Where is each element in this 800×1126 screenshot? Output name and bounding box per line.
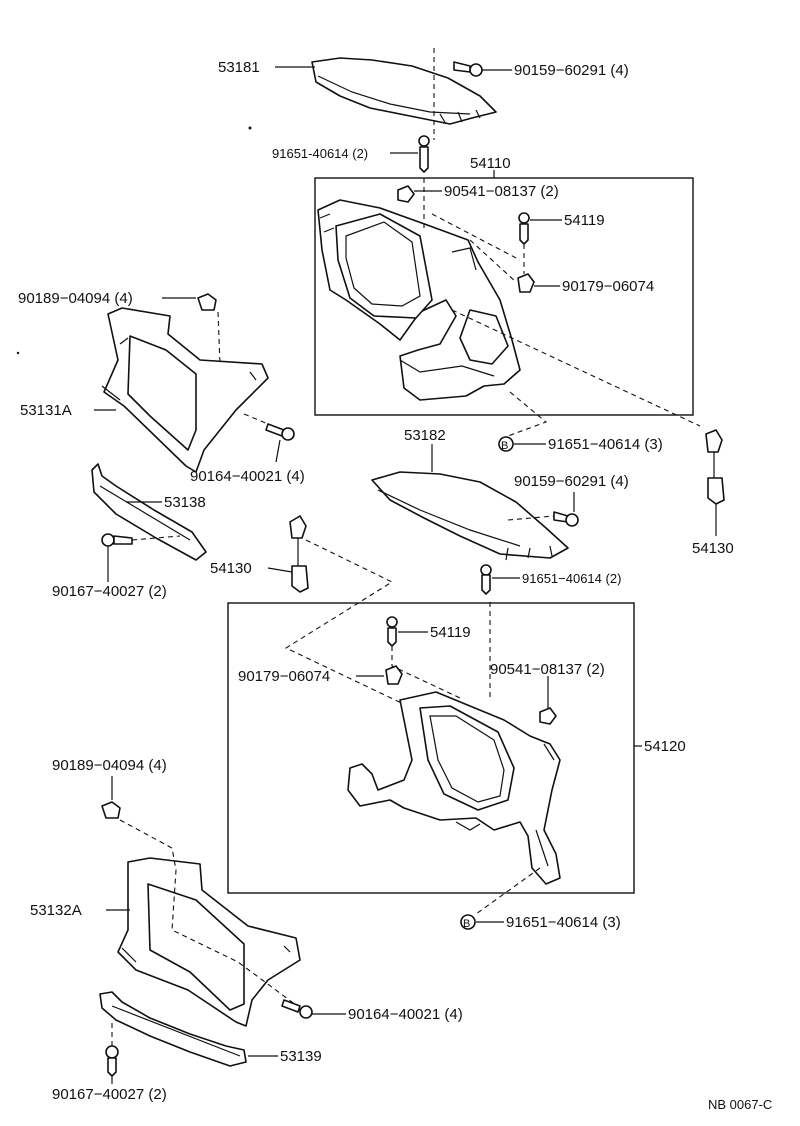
screw-90167-top-icon bbox=[101, 533, 133, 547]
label-54130-left: 54130 bbox=[210, 560, 252, 577]
leader-54130-left bbox=[267, 567, 293, 573]
label-90159-mid: 90159−60291 (4) bbox=[514, 473, 629, 490]
label-53139: 53139 bbox=[280, 1048, 322, 1065]
dash-54130-right bbox=[451, 309, 701, 427]
label-91651-mid: 91651−40614 (3) bbox=[548, 436, 663, 453]
bolt-90159-top-icon bbox=[453, 61, 483, 77]
clip-90541-lower-icon bbox=[539, 707, 557, 725]
nut-90189-lower-icon bbox=[101, 801, 121, 819]
screw-90167-lower-icon bbox=[105, 1045, 119, 1077]
label-91651-top: 91651-40614 (2) bbox=[272, 146, 368, 161]
clip-90541-top-icon bbox=[397, 185, 415, 203]
label-90167-lower: 90167−40027 (2) bbox=[52, 1086, 167, 1103]
headlamp-housing-54110 bbox=[317, 199, 521, 401]
dash-54110-fasteners bbox=[423, 178, 525, 283]
label-90164-lower: 90164−40021 (4) bbox=[348, 1006, 463, 1023]
nut-90179-top-icon bbox=[517, 273, 535, 293]
bolt-90164-top-icon bbox=[265, 423, 295, 441]
dash-90167-top bbox=[131, 535, 181, 541]
label-90189-top: 90189−04094 (4) bbox=[18, 290, 133, 307]
marker-b-circle-icon bbox=[498, 436, 514, 452]
label-53138: 53138 bbox=[164, 494, 206, 511]
adjuster-54130-right-icon bbox=[705, 429, 725, 505]
dash-91651-bottom bbox=[475, 867, 541, 915]
label-54130-right: 54130 bbox=[692, 540, 734, 557]
label-54110: 54110 bbox=[470, 155, 511, 172]
label-91651-bottom: 91651−40614 (3) bbox=[506, 914, 621, 931]
label-53132A: 53132A bbox=[30, 902, 82, 919]
bolt-90164-lower-icon bbox=[281, 999, 313, 1019]
label-90164-top: 90164−40021 (4) bbox=[190, 468, 305, 485]
part-53181-cover bbox=[311, 57, 497, 125]
part-53132A-bracket bbox=[117, 857, 301, 1027]
label-91651-lower: 91651−40614 (2) bbox=[522, 571, 621, 586]
footer-code: NB 0067-C bbox=[708, 1097, 772, 1112]
label-90179-lower: 90179−06074 bbox=[238, 668, 330, 685]
screw-54119-top-icon bbox=[518, 212, 530, 245]
screw-91651-lower-icon bbox=[480, 564, 492, 595]
label-90189-lower: 90189−04094 (4) bbox=[52, 757, 167, 774]
label-53182: 53182 bbox=[404, 427, 446, 444]
dash-90159-mid bbox=[507, 515, 555, 521]
dash-54120-fasteners bbox=[391, 602, 491, 700]
stray-mark bbox=[16, 351, 20, 355]
nut-90189-top-icon bbox=[197, 293, 217, 311]
marker-b-circle-bottom-icon bbox=[460, 914, 476, 930]
nut-90179-lower-icon bbox=[385, 665, 403, 685]
headlamp-housing-54120 bbox=[347, 691, 561, 885]
part-53139-bracket bbox=[99, 991, 247, 1067]
marker-b-label-2: B bbox=[463, 918, 470, 930]
label-53181: 53181 bbox=[218, 59, 260, 76]
label-54119-lower: 54119 bbox=[430, 624, 471, 641]
part-53182-cover bbox=[371, 471, 569, 561]
dash-90189-lower bbox=[119, 819, 301, 1009]
dash-90164-top bbox=[243, 413, 269, 425]
label-54119-top: 54119 bbox=[564, 212, 605, 229]
assembly-box-54120 bbox=[227, 602, 635, 894]
bolt-90159-mid-icon bbox=[553, 511, 579, 527]
dash-54130-left bbox=[284, 539, 413, 709]
label-90541-top: 90541−08137 (2) bbox=[444, 183, 559, 200]
marker-b-label-1: B bbox=[501, 440, 508, 452]
part-53131A-bracket bbox=[101, 307, 269, 473]
dash-90189-top bbox=[217, 311, 221, 365]
dash-91651-mid bbox=[507, 391, 548, 437]
label-90179-top: 90179−06074 bbox=[562, 278, 654, 295]
adjuster-54130-left-icon bbox=[289, 515, 309, 593]
assembly-box-54110 bbox=[314, 177, 694, 416]
label-90541-lower: 90541−08137 (2) bbox=[490, 661, 605, 678]
screw-91651-top-icon bbox=[418, 135, 430, 173]
label-90159-top: 90159−60291 (4) bbox=[514, 62, 629, 79]
stray-dot bbox=[248, 126, 252, 130]
leader-90164-top bbox=[275, 439, 281, 463]
screw-54119-lower-icon bbox=[386, 616, 398, 647]
label-53131A: 53131A bbox=[20, 402, 72, 419]
label-54120: 54120 bbox=[644, 738, 686, 755]
label-90167-top: 90167−40027 (2) bbox=[52, 583, 167, 600]
